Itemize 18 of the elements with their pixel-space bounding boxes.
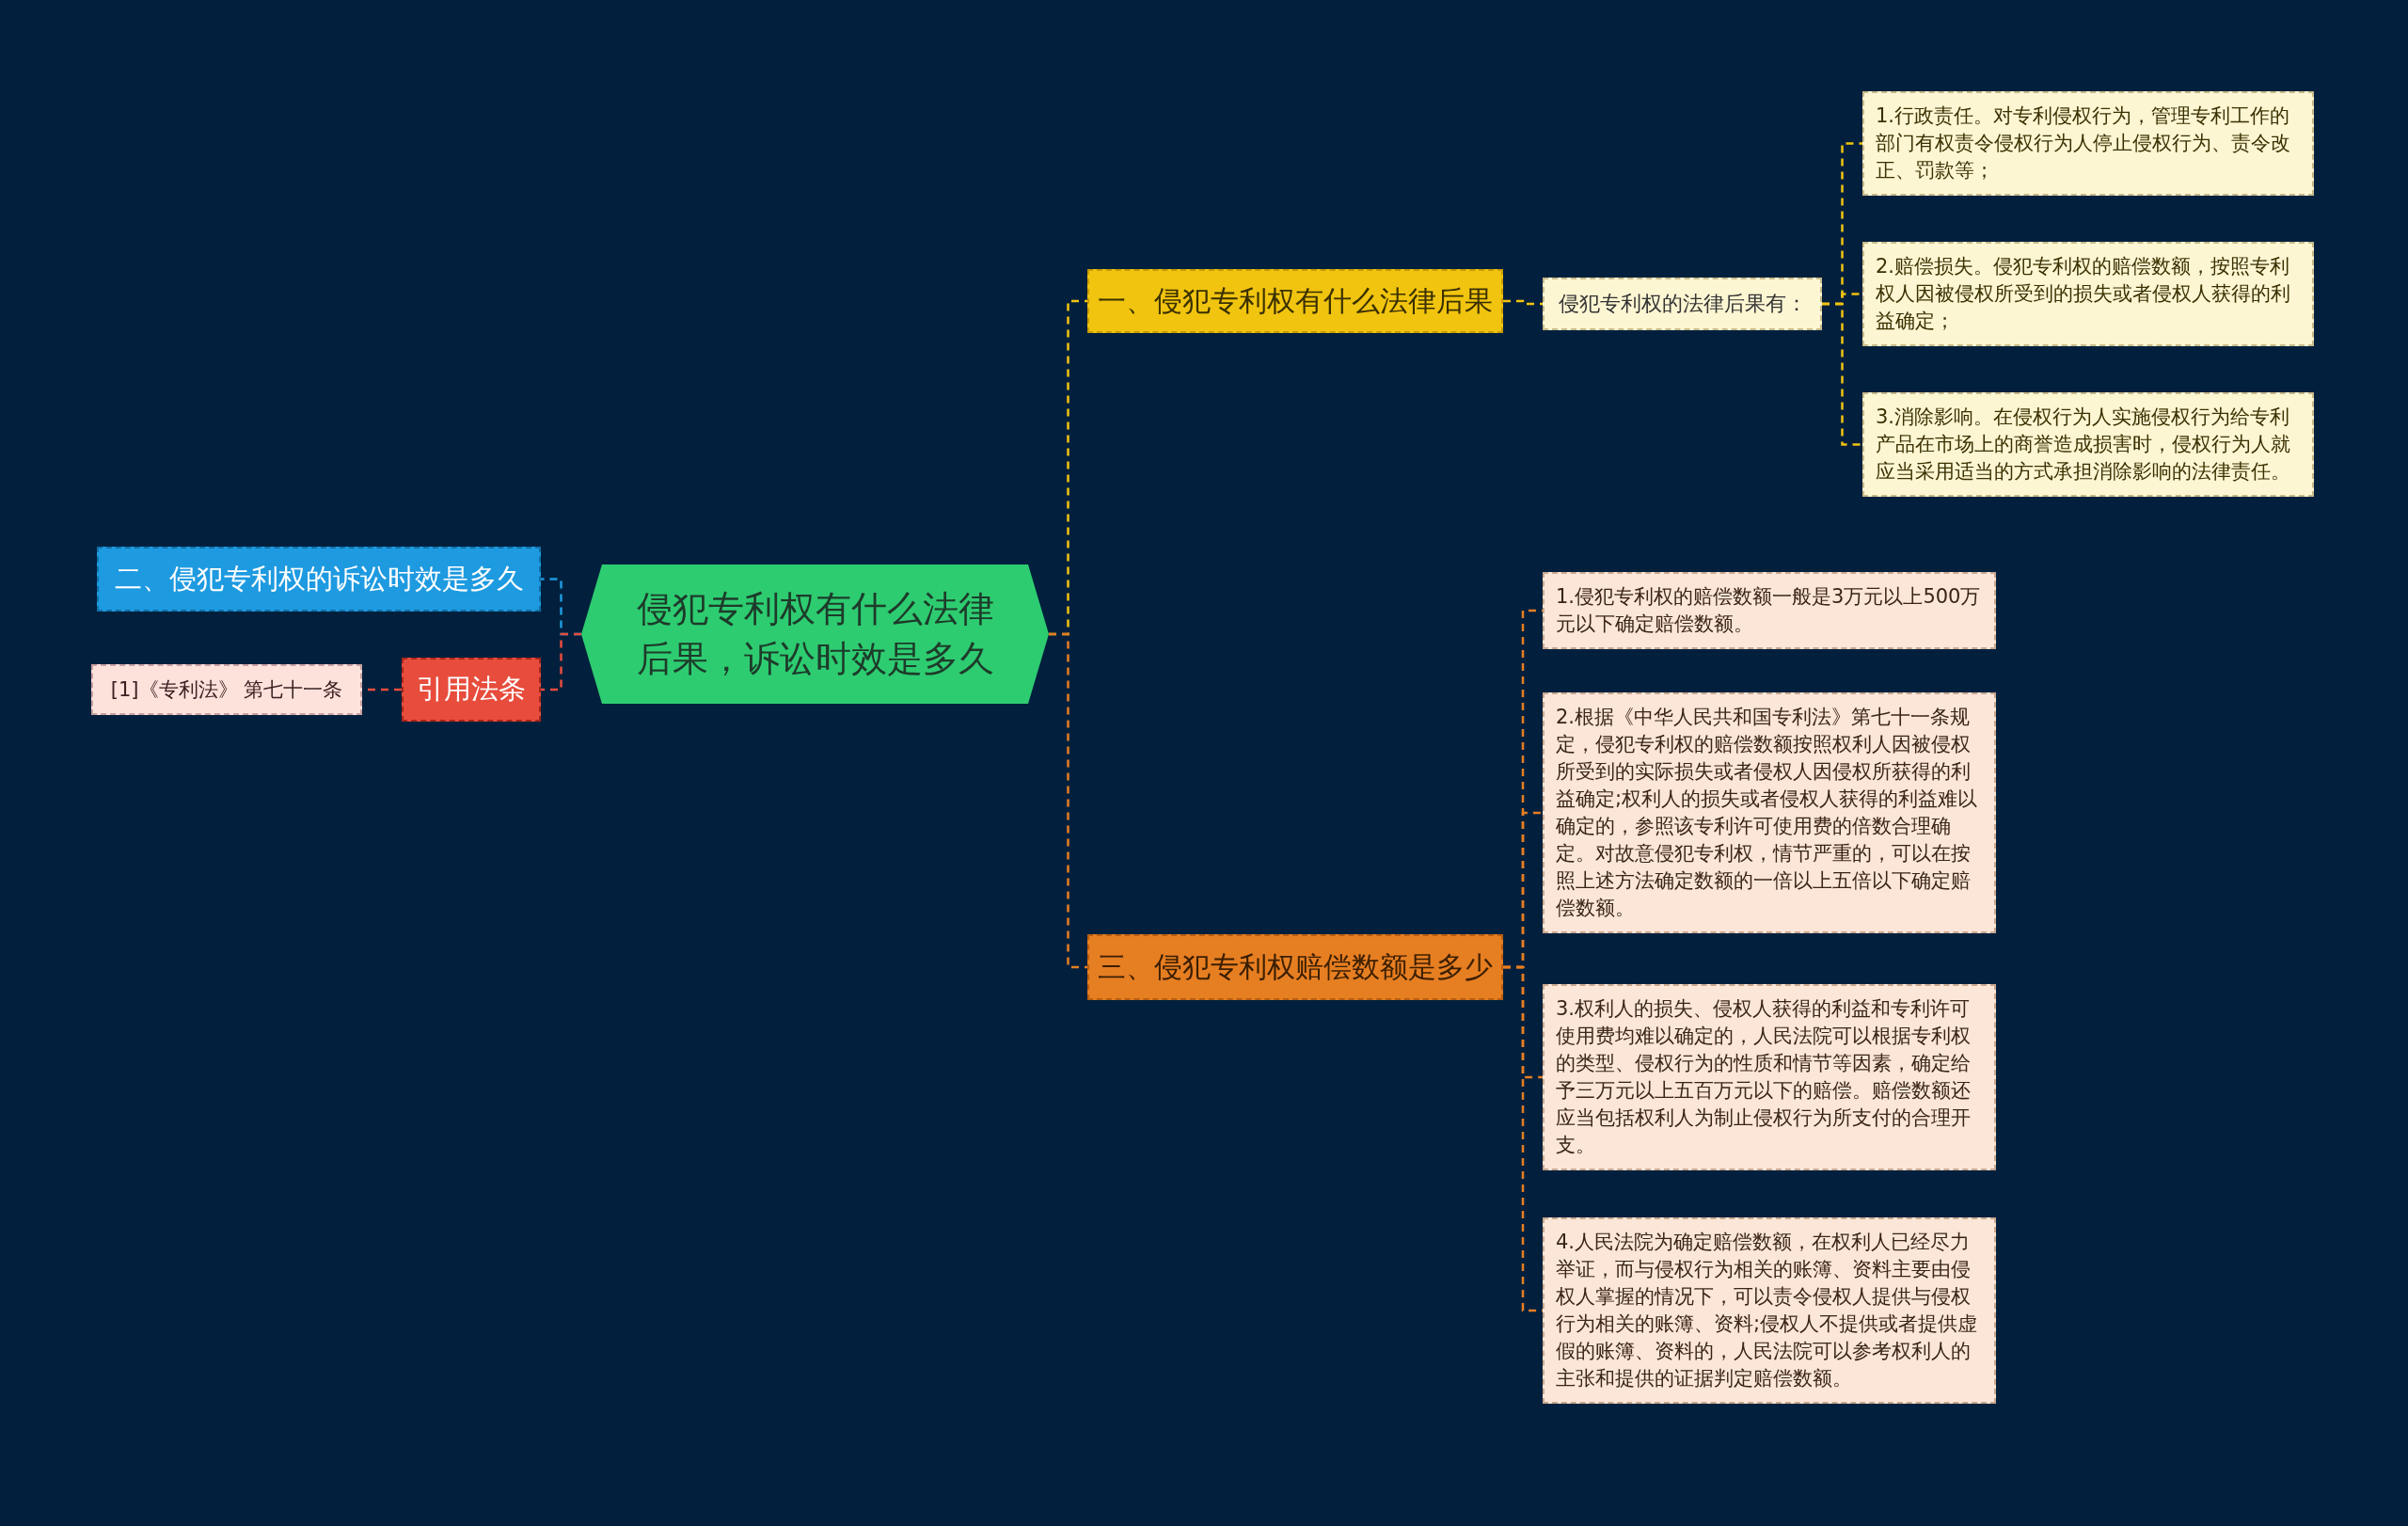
- text-box: 3.消除影响。在侵权行为人实施侵权行为给专利产品在市场上的商誉造成损害时，侵权行为人就应当采用适当的方式承担消除影响的法律责任。: [1862, 392, 2314, 497]
- topic-box: 引用法条: [402, 658, 541, 722]
- text-box: 4.人民法院为确定赔偿数额，在权利人已经尽力举证，而与侵权行为相关的账簿、资料主要由侵权人掌握的情况下，可以责令侵权人提供与侵权行为相关的账簿、资料;侵权人不提供或者提供虚假的账簿、资料的，人民法院可以参考权利人的主张和提供的证据判定赔偿数额。: [1543, 1217, 1996, 1404]
- text-box: 1.侵犯专利权的赔偿数额一般是3万元以上500万元以下确定赔偿数额。: [1543, 572, 1996, 649]
- central-topic-hexagon: 侵犯专利权有什么法律后果，诉讼时效是多久: [581, 564, 1049, 704]
- text-box: 2.根据《中华人民共和国专利法》第七十一条规定，侵犯专利权的赔偿数额按照权利人因被侵权所受到的实际损失或者侵权人因侵权所获得的利益确定;权利人的损失或者侵权人获得的利益难以确定的，参照该专利许可使用费的倍数合理确定。对故意侵犯专利权，情节严重的，可以在按照上述方法确定数额的一倍以上五倍以下确定赔偿数额。: [1543, 692, 1996, 933]
- text-box: 2.赔偿损失。侵犯专利权的赔偿数额，按照专利权人因被侵权所受到的损失或者侵权人获得的利益确定；: [1862, 242, 2314, 346]
- topic-box: 一、侵犯专利权有什么法律后果: [1087, 269, 1503, 333]
- connector-line: [541, 632, 581, 691]
- topic-box: 三、侵犯专利权赔偿数额是多少: [1087, 934, 1503, 1000]
- text-box: 1.行政责任。对专利侵权行为，管理专利工作的部门有权责令侵权行为人停止侵权行为、责令改正、罚款等；: [1862, 91, 2314, 196]
- text-box: 3.权利人的损失、侵权人获得的利益和专利许可使用费均难以确定的，人民法院可以根据专利权的类型、侵权行为的性质和情节等因素，确定给予三万元以上五百万元以下的赔偿。赔偿数额还应当包括权利人为制止侵权行为所支付的合理开支。: [1543, 984, 1996, 1170]
- text-box: 侵犯专利权的法律后果有：: [1543, 278, 1822, 330]
- connector-line: [1049, 632, 1087, 969]
- connector-line: [1822, 302, 1862, 446]
- connector-line: [1503, 299, 1543, 306]
- text-box: [1]《专利法》 第七十一条: [91, 664, 362, 715]
- topic-box: 二、侵犯专利权的诉讼时效是多久: [97, 547, 541, 612]
